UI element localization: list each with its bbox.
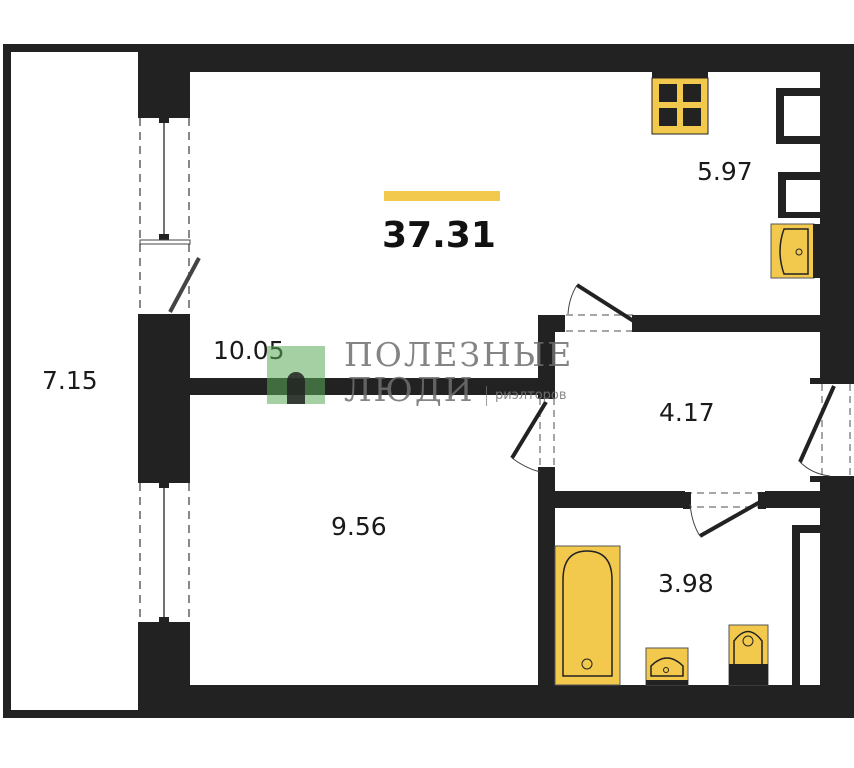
room-area-bedroom: 9.56	[331, 512, 387, 541]
toilet-icon	[728, 624, 769, 686]
ventilation-shafts	[776, 72, 820, 218]
washbasin-icon	[645, 647, 689, 686]
watermark-subtitle: риэлторов	[495, 388, 567, 403]
stove-icon	[651, 72, 709, 135]
total-area-accent-bar	[384, 191, 500, 201]
window-lower	[138, 479, 190, 627]
watermark-line2: ЛЮДИ	[344, 370, 475, 409]
window-upper	[138, 114, 201, 318]
watermark-logo-icon	[267, 346, 325, 404]
room-area-kitchen: 5.97	[697, 157, 753, 186]
entrance-door[interactable]	[798, 384, 851, 477]
outer-walls	[138, 44, 854, 718]
kitchen-door[interactable]	[555, 283, 640, 332]
room-area-bathroom: 3.98	[658, 569, 714, 598]
watermark-line1: ПОЛЕЗНЫЕ	[344, 335, 574, 374]
bathtub-icon	[554, 545, 621, 686]
total-area: 37.31	[382, 215, 496, 256]
balcony-outline	[3, 44, 138, 718]
bathroom-door[interactable]	[683, 492, 766, 538]
kitchen-sink-icon	[770, 223, 820, 279]
room-area-hallway: 4.17	[659, 398, 715, 427]
bedroom-door[interactable]	[510, 393, 555, 475]
door-opening-entrance	[820, 384, 854, 476]
watermark-separator	[486, 386, 487, 406]
room-area-balcony: 7.15	[42, 366, 98, 395]
